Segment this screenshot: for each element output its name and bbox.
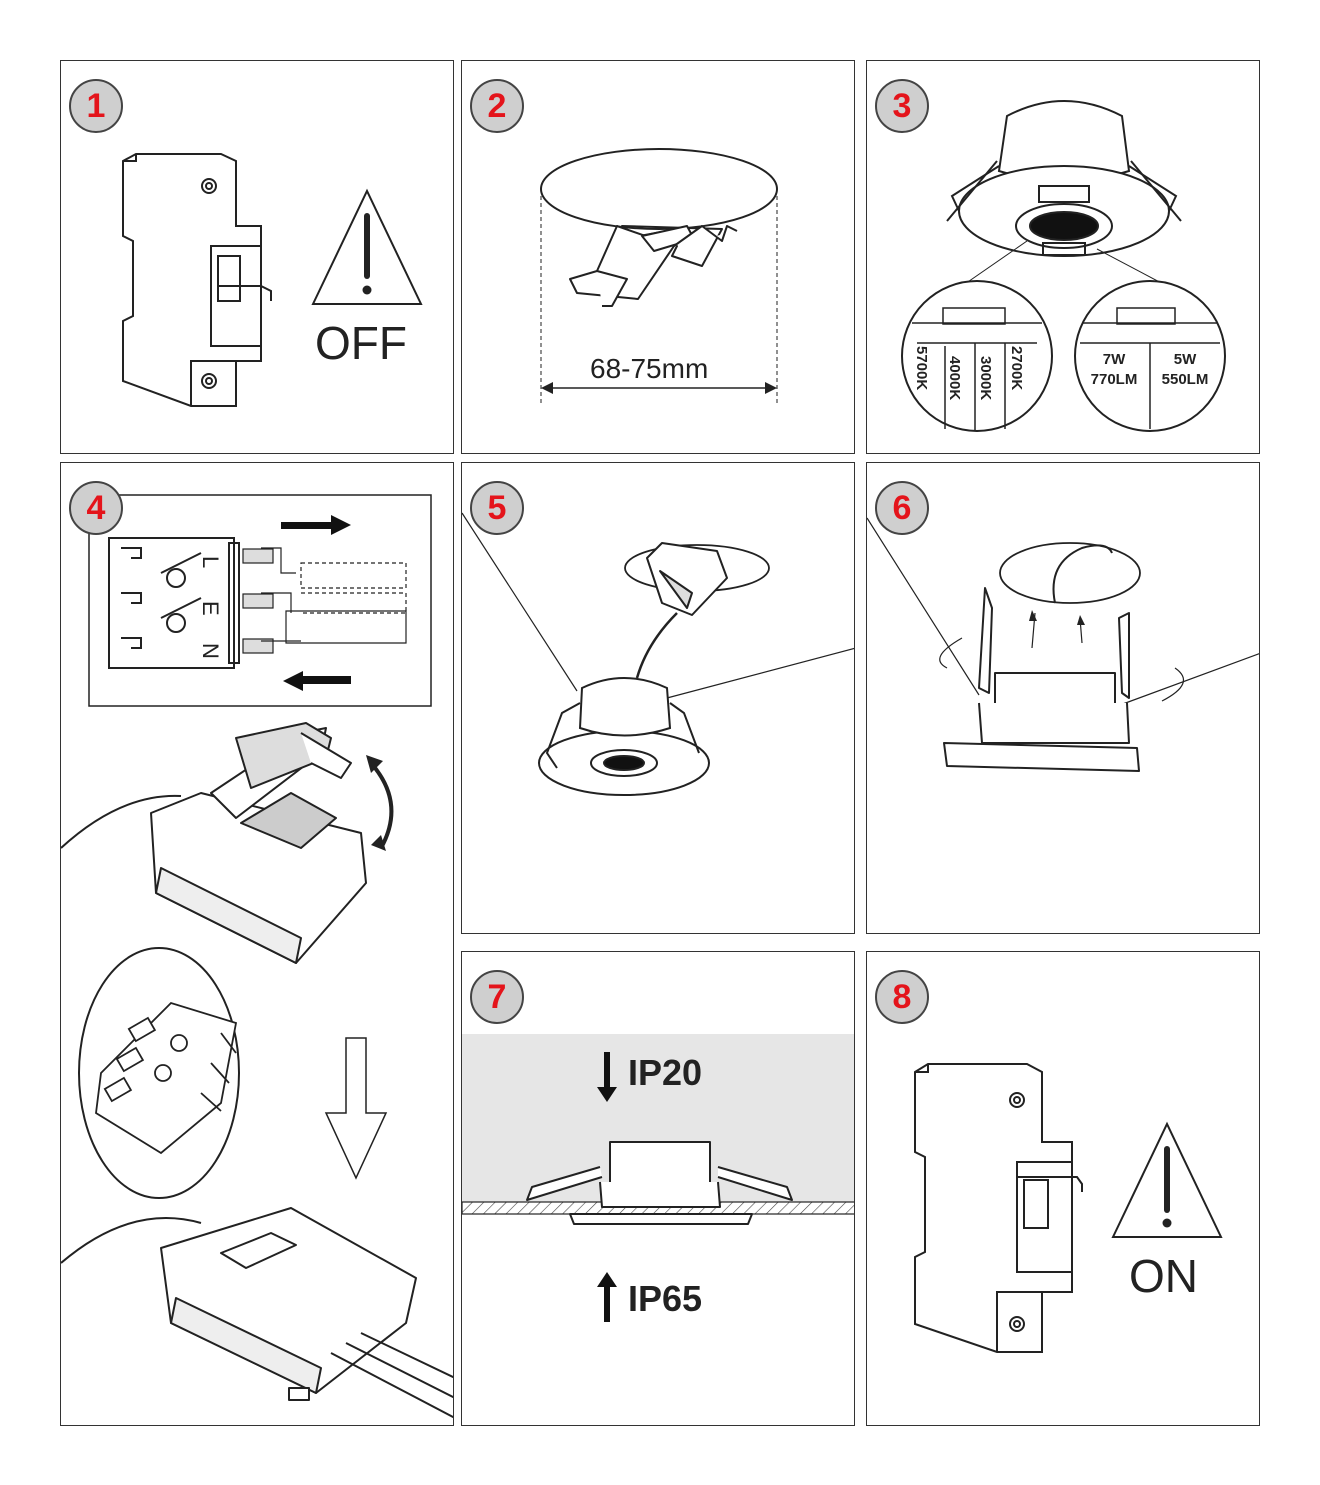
step-4-panel: L E N [60,462,454,1426]
step-badge: 6 [875,481,929,535]
power-lumen-option: 770LM [1091,371,1138,388]
cct-switch-zoom: 5700K 4000K 3000K 2700K [901,280,1053,432]
power-watt-option: 5W [1174,351,1197,368]
step-6-panel: 6 [866,462,1260,934]
warning-triangle-icon [311,188,423,305]
power-watt-option: 7W [1103,351,1126,368]
downlight-insert-icon [462,512,854,796]
terminal-letter: E [198,601,223,616]
cct-option: 4000K [946,356,963,400]
step-badge: 1 [69,79,123,133]
cct-option: 3000K [977,356,994,400]
circuit-breaker-icon [914,1063,1083,1353]
step-badge: 7 [470,970,524,1024]
connector-closeup-zoom [78,947,240,1199]
power-on-label: ON [1129,1250,1198,1302]
power-switch-zoom: 7W 770LM 5W 550LM [1074,280,1226,432]
cutout-dimension-label: 68-75mm [590,353,709,384]
step-badge: 5 [470,481,524,535]
step-7-panel: 7 IP20 IP65 [461,951,855,1426]
step-2-panel: 2 68-75mm [461,60,855,454]
terminal-letter: N [198,643,223,659]
connector-box-open-icon [61,722,394,964]
step-8-panel: 8 ON [866,951,1260,1426]
ip-rating-bottom: IP65 [628,1278,703,1319]
cct-option: 5700K [913,346,930,390]
connector-box-closed-icon [61,1207,453,1419]
saw-icon [569,225,738,307]
step-badge: 4 [69,481,123,535]
power-off-label: OFF [315,317,407,369]
ip-zone-diagram [462,1034,854,1322]
step-5-panel: 5 [461,462,855,934]
spring-clips-fold-icon [867,517,1259,772]
hollow-down-arrow-icon [324,1037,388,1180]
step-1-panel: 1 OFF [60,60,454,454]
step-badge: 8 [875,970,929,1024]
step-badge: 3 [875,79,929,133]
wiring-detail-box: L E N [88,494,432,707]
power-lumen-option: 550LM [1162,371,1209,388]
downlight-back-view [946,100,1182,287]
warning-triangle-icon [1111,1121,1223,1238]
circuit-breaker-icon [122,153,272,407]
ip-rating-top: IP20 [628,1052,703,1093]
cutout-diagram [540,148,778,406]
terminal-letter: L [198,556,223,568]
step-3-panel: 3 5700K 4000K 3000K 2700K [866,60,1260,454]
cct-option: 2700K [1008,346,1025,390]
step-badge: 2 [470,79,524,133]
